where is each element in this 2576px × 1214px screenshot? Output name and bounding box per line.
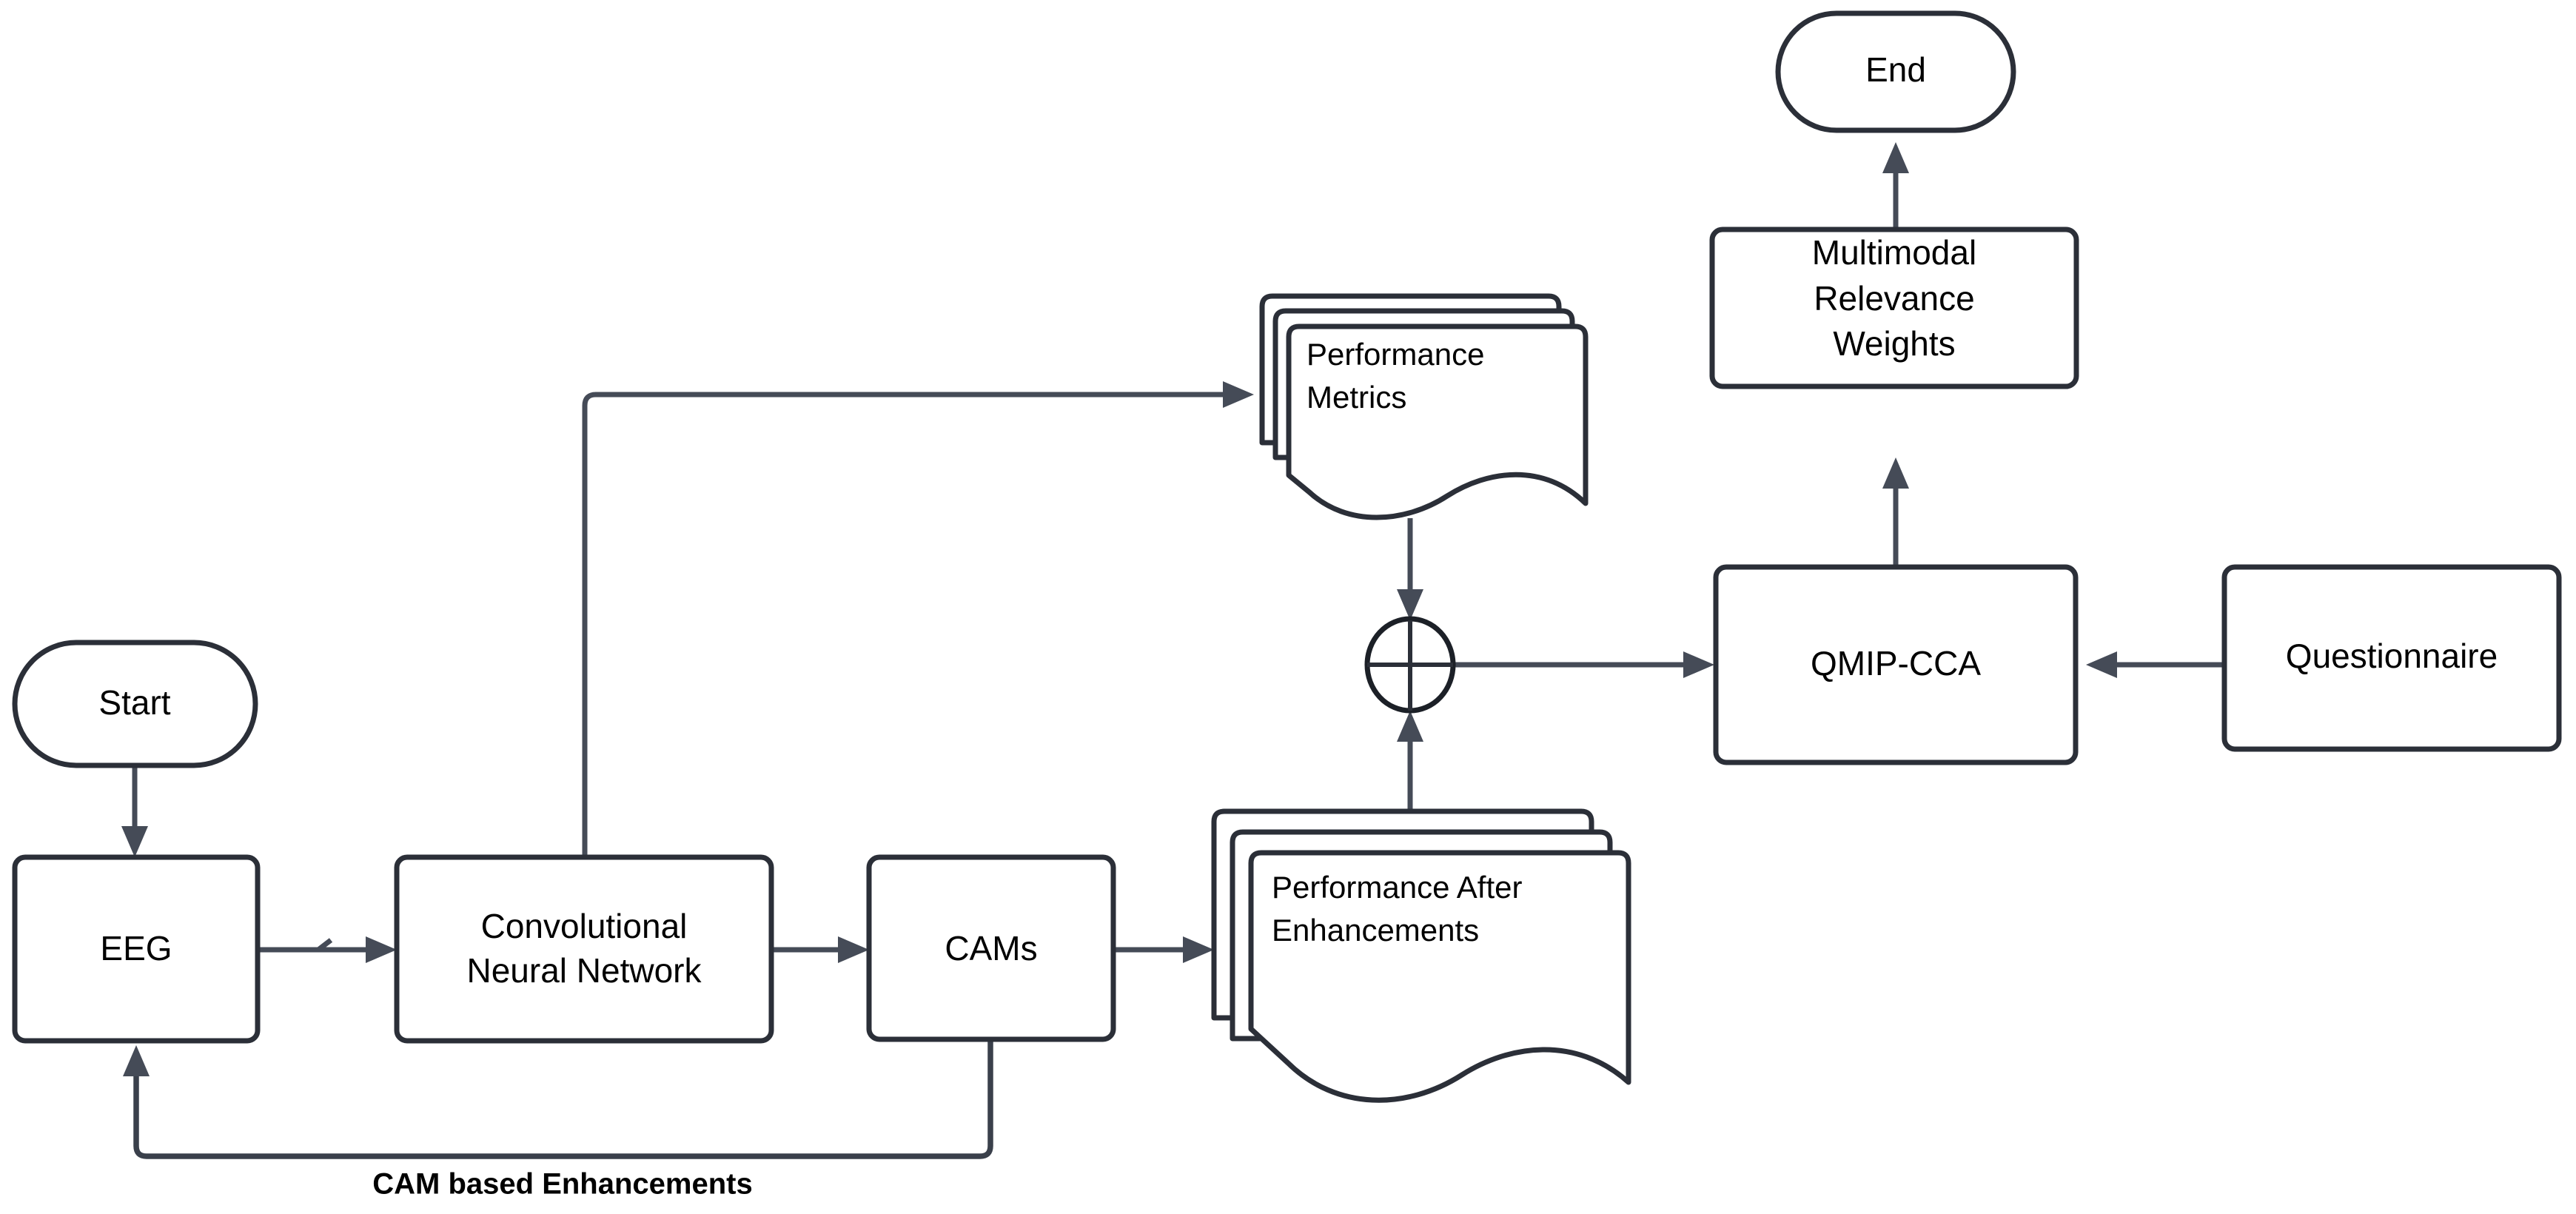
node-performance-metrics-label-line1: Performance (1307, 337, 1484, 372)
edge-performance-metrics-to-sum (1397, 518, 1423, 620)
edge-cams-to-performance-after (1113, 936, 1214, 963)
node-performance-metrics[interactable]: Performance Metrics (1259, 293, 1589, 520)
node-cams-label: CAMs (945, 929, 1037, 967)
node-summation[interactable] (1364, 616, 1456, 714)
node-end-label: End (1865, 50, 1926, 89)
edge-cnn-to-cams (771, 936, 869, 963)
node-weights-label-line1: Multimodal (1812, 233, 1976, 272)
node-performance-after-enhancements[interactable]: Performance After Enhancements (1211, 808, 1631, 1103)
edge-weights-to-end (1882, 142, 1909, 228)
node-start-label: Start (98, 683, 170, 722)
node-questionnaire-label: Questionnaire (2286, 637, 2498, 675)
node-qmip-cca[interactable]: QMIP-CCA (1713, 564, 2079, 765)
node-weights-label-line3: Weights (1833, 324, 1955, 363)
node-eeg-label: EEG (100, 929, 172, 967)
node-start[interactable]: Start (12, 640, 258, 768)
node-convolutional-neural-network[interactable]: Convolutional Neural Network (394, 854, 774, 1044)
node-cnn-label-line2: Neural Network (467, 951, 702, 990)
node-cams[interactable]: CAMs (866, 854, 1116, 1042)
edge-cams-feedback-to-eeg (123, 1039, 993, 1159)
edge-eeg-to-cnn (259, 936, 397, 963)
node-end[interactable]: End (1775, 10, 2016, 133)
node-weights-label-line2: Relevance (1814, 279, 1974, 318)
edge-cnn-to-performance-metrics (582, 381, 1254, 855)
node-qmip-cca-label: QMIP-CCA (1811, 644, 1981, 683)
edge-questionnaire-to-qmip (2086, 651, 2223, 678)
node-cnn-label-line1: Convolutional (481, 907, 688, 945)
node-performance-metrics-label-line2: Metrics (1307, 380, 1406, 415)
node-multimodal-relevance-weights[interactable]: Multimodal Relevance Weights (1709, 227, 2079, 389)
edge-start-to-eeg (121, 766, 148, 857)
edge-sum-to-qmip (1455, 651, 1714, 678)
node-eeg[interactable]: EEG (12, 854, 261, 1044)
node-questionnaire[interactable]: Questionnaire (2221, 564, 2562, 752)
edge-label-cam-based-enhancements: CAM based Enhancements (372, 1168, 752, 1201)
node-performance-after-label-line1: Performance After (1272, 870, 1522, 905)
node-performance-after-label-line2: Enhancements (1272, 913, 1479, 948)
